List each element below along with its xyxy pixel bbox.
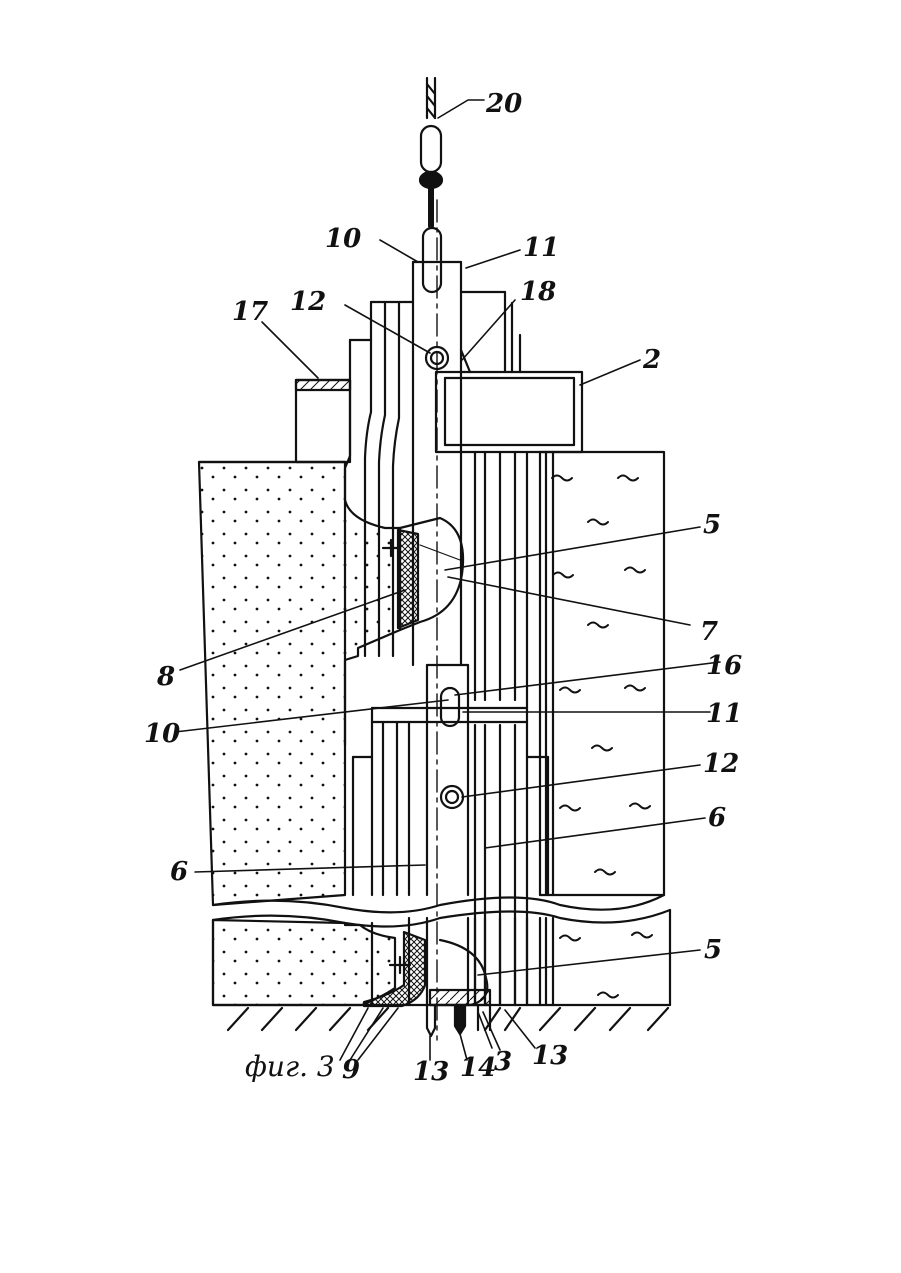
label-8: 8 — [156, 662, 175, 692]
label-6-right: 6 — [708, 803, 726, 833]
label-3: 3 — [494, 1047, 512, 1077]
soil-left-upper — [199, 462, 400, 905]
tension-rod — [413, 200, 461, 1040]
label-13-right: 13 — [532, 1041, 568, 1071]
label-6-left: 6 — [170, 857, 188, 887]
water-right-upper — [540, 452, 664, 895]
label-13-left: 13 — [413, 1057, 449, 1087]
label-10-mid: 10 — [144, 719, 180, 749]
soil-left-lower — [213, 920, 395, 1005]
coupling-middle — [372, 665, 527, 745]
label-10-top: 10 — [325, 224, 361, 254]
label-5-top: 5 — [703, 510, 721, 540]
figure-caption: фиг. 3 — [245, 1050, 335, 1083]
label-12-mid: 12 — [703, 749, 739, 779]
label-7: 7 — [700, 617, 718, 647]
shelf-17 — [296, 380, 350, 462]
label-2: 2 — [642, 345, 661, 375]
label-18: 18 — [520, 277, 556, 307]
label-17: 17 — [232, 297, 268, 327]
beam-2 — [436, 372, 582, 452]
label-12-top: 12 — [290, 287, 326, 317]
label-11-top: 11 — [523, 233, 559, 263]
label-5-bottom: 5 — [704, 935, 722, 965]
label-14: 14 — [460, 1053, 496, 1083]
label-9: 9 — [342, 1055, 360, 1085]
label-16: 16 — [706, 651, 742, 681]
label-11-mid: 11 — [706, 699, 742, 729]
rope-and-hook — [420, 78, 442, 292]
label-20: 20 — [485, 89, 522, 119]
water-right-lower — [540, 910, 670, 1005]
pin-12-middle — [441, 786, 463, 808]
ground — [213, 1005, 670, 1030]
